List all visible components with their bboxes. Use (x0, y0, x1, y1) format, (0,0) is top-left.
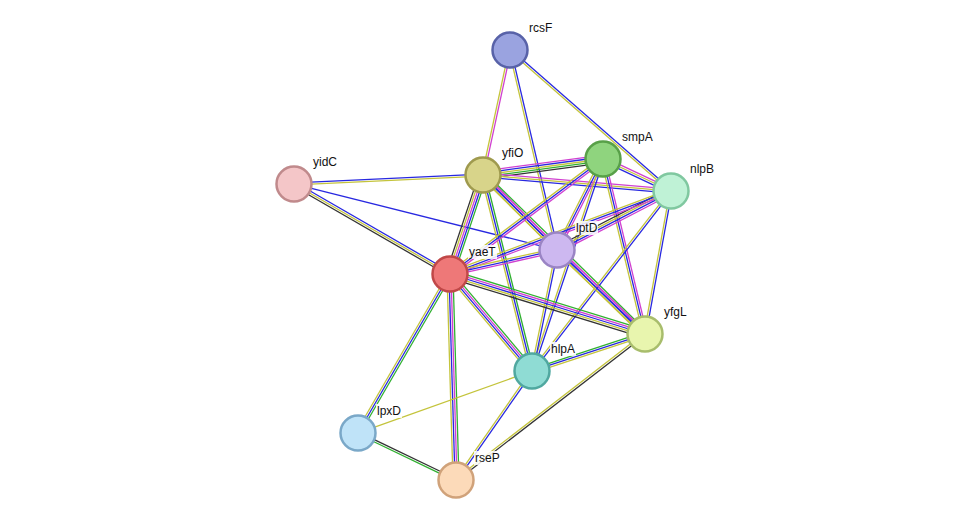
interaction-edge (459, 285, 524, 360)
evidence-line (486, 66, 506, 158)
node-circle (275, 165, 313, 203)
interaction-edge (485, 191, 530, 355)
protein-node: lpxD (339, 414, 377, 452)
evidence-line (374, 439, 441, 471)
evidence-line (466, 197, 655, 268)
evidence-line (647, 208, 667, 318)
evidence-line (368, 290, 443, 420)
evidence-line (465, 384, 522, 465)
interaction-edge (365, 288, 443, 420)
interaction-edge (465, 275, 630, 333)
evidence-line (310, 191, 437, 264)
node-circle (538, 231, 576, 269)
protein-node: yidC (275, 165, 313, 203)
protein-node: rcsF (491, 31, 529, 69)
node-circle (437, 461, 475, 499)
interaction-edge (618, 164, 657, 185)
node-circle (584, 140, 622, 178)
interaction-edge (374, 377, 516, 428)
protein-label: yfgL (663, 305, 688, 319)
interaction-edge (486, 66, 508, 158)
node-circle (513, 352, 551, 390)
evidence-line (619, 164, 656, 182)
protein-label: rcsF (528, 21, 553, 35)
node-circle (339, 414, 377, 452)
node-circle (464, 156, 502, 194)
evidence-line (467, 386, 524, 467)
evidence-line (459, 289, 519, 360)
protein-node: nlpB (652, 172, 690, 210)
protein-node: lptD (538, 231, 576, 269)
evidence-line (462, 286, 522, 357)
evidence-line (607, 176, 641, 318)
interaction-edge (447, 291, 458, 463)
evidence-line (500, 163, 586, 175)
interaction-edge (373, 439, 441, 473)
evidence-line (649, 208, 669, 318)
evidence-line (534, 266, 552, 354)
interaction-edge (465, 195, 656, 270)
evidence-line (538, 175, 598, 355)
protein-node: yaeT (431, 255, 469, 293)
evidence-line (618, 168, 655, 186)
evidence-line (467, 277, 630, 327)
protein-node: yfiO (464, 156, 502, 194)
evidence-line (373, 441, 440, 473)
node-circle (626, 315, 664, 353)
protein-node: yfgL (626, 315, 664, 353)
protein-node: smpA (584, 140, 622, 178)
evidence-line (447, 291, 452, 463)
evidence-line (485, 192, 526, 355)
interaction-edge (499, 157, 586, 176)
protein-label: yfiO (501, 146, 524, 160)
evidence-line (572, 198, 656, 241)
protein-node: hlpA (513, 352, 551, 390)
interaction-edge (647, 208, 669, 318)
interaction-edge (605, 175, 643, 318)
evidence-line (463, 285, 523, 356)
protein-label: lptD (575, 221, 598, 235)
evidence-line (374, 377, 516, 428)
evidence-line (548, 337, 629, 363)
evidence-line (470, 345, 632, 470)
node-circle (491, 31, 529, 69)
evidence-line (467, 199, 656, 270)
evidence-line (523, 60, 658, 179)
interaction-edge (311, 175, 466, 184)
interaction-edge (465, 384, 523, 466)
evidence-line (548, 339, 629, 365)
evidence-line (460, 288, 520, 359)
evidence-line (618, 166, 655, 184)
evidence-line (365, 288, 440, 418)
interaction-edge (500, 174, 654, 191)
interaction-edge (548, 337, 630, 367)
evidence-line (571, 196, 655, 239)
protein-label: lpxD (376, 404, 402, 418)
evidence-line (467, 275, 630, 325)
protein-label: yaeT (468, 245, 497, 259)
evidence-line (311, 177, 466, 184)
evidence-line (573, 200, 657, 243)
interaction-edge (308, 191, 437, 267)
evidence-line (609, 175, 643, 317)
node-circle (431, 255, 469, 293)
protein-label: rseP (474, 451, 501, 465)
protein-label: nlpB (689, 162, 715, 176)
node-circle (652, 172, 690, 210)
evidence-line (367, 289, 442, 419)
protein-label: smpA (621, 130, 654, 144)
evidence-line (469, 344, 631, 469)
evidence-line (605, 176, 639, 318)
protein-label: yidC (312, 155, 338, 169)
interaction-edge (469, 344, 632, 471)
interaction-edge (568, 260, 634, 323)
interaction-edge (536, 175, 598, 355)
evidence-line (308, 194, 435, 267)
protein-label: hlpA (550, 342, 576, 356)
protein-node: rseP (437, 461, 475, 499)
evidence-line (488, 67, 508, 159)
